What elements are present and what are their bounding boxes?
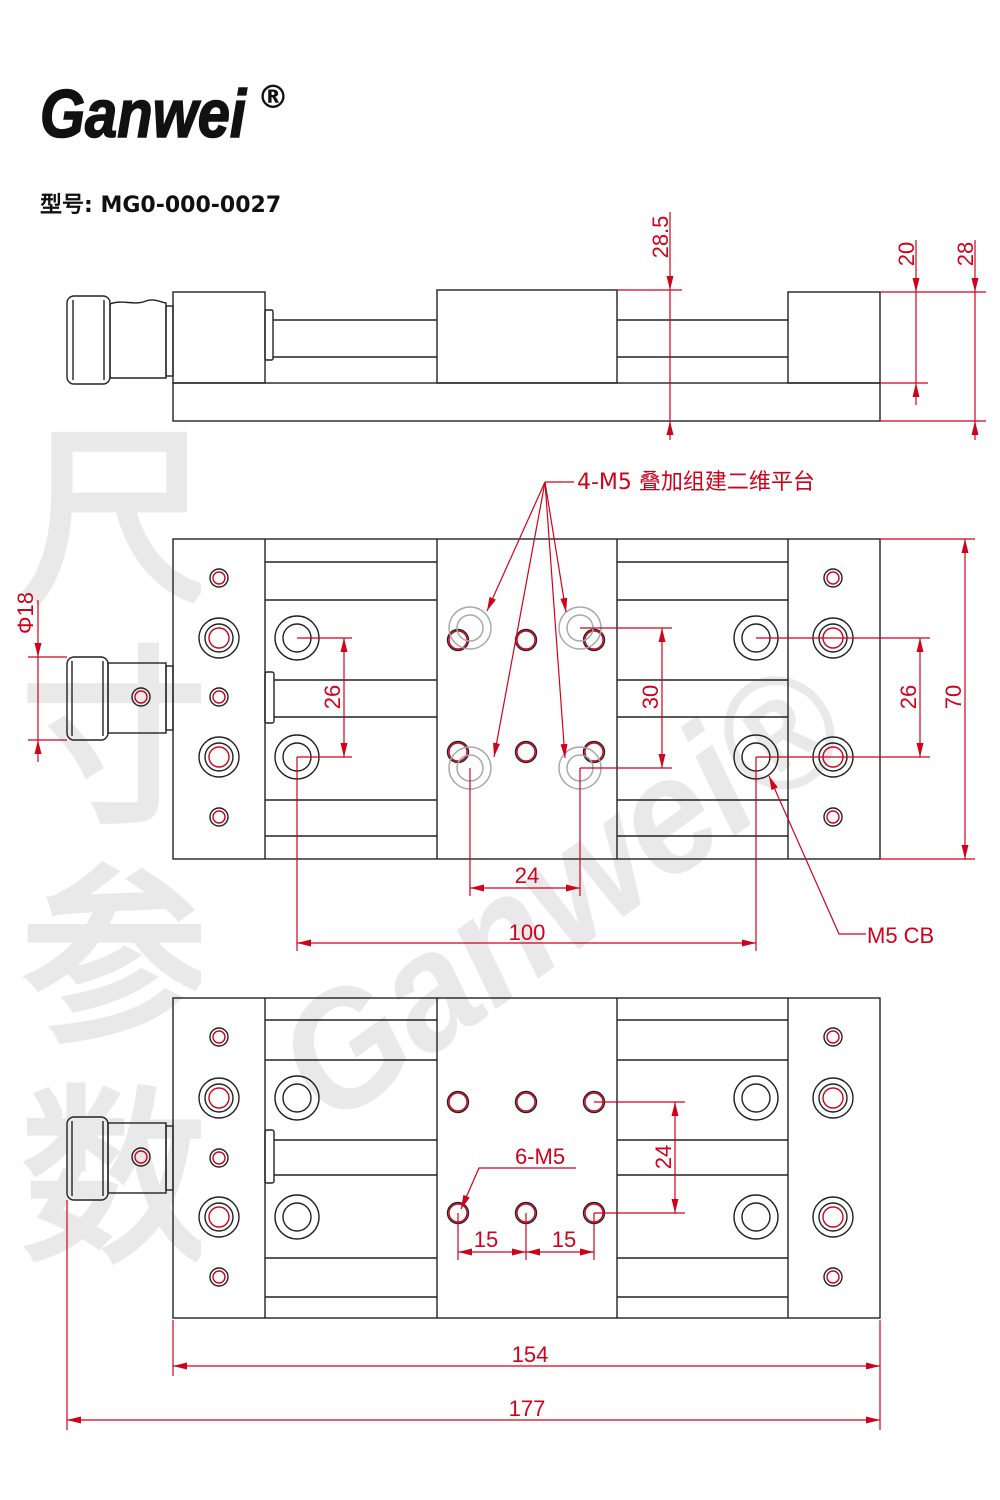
stage-width-label: 70 — [941, 685, 966, 709]
knob-shaft — [109, 299, 167, 379]
hole-pitch-right-label: 15 — [552, 1227, 576, 1252]
carriage — [436, 289, 618, 384]
lead-screw-nut — [264, 309, 274, 361]
small-hole — [209, 1027, 229, 1047]
cb-hole-callout: M5 CB — [867, 923, 934, 948]
top-view-dimensions: 4-M5 叠加组建二维平台 Φ18 26 30 26 70 — [13, 470, 975, 951]
m5-cb-hole — [733, 1075, 779, 1121]
knob — [66, 1116, 109, 1201]
right-end-block — [787, 291, 881, 384]
header: Ganwei ® 型号: MG0-000-0027 — [39, 75, 289, 218]
cb-hole-pitch-label: 100 — [509, 920, 546, 945]
leader-line — [493, 481, 546, 758]
stacking-hole-pitch-label: 24 — [515, 863, 539, 888]
m5-cb-hole — [274, 1194, 320, 1240]
lead-screw-nut — [264, 1129, 275, 1184]
right-hole-spacing-label: 26 — [896, 685, 921, 709]
bottom-view — [66, 997, 881, 1319]
leader-line — [768, 775, 866, 935]
knob-collar — [165, 665, 174, 731]
m5-cb-hole — [733, 1194, 779, 1240]
small-hole — [823, 807, 843, 827]
knob — [66, 656, 109, 741]
end-block-height-label: 20 — [894, 242, 919, 266]
top-view — [66, 538, 881, 860]
counterbored-hole — [198, 1077, 240, 1119]
knob-diameter-label: Φ18 — [13, 592, 38, 634]
knob-shaft — [107, 662, 167, 734]
knob-collar — [165, 305, 174, 377]
total-length-label: 177 — [509, 1396, 546, 1421]
small-hole — [823, 1267, 843, 1287]
model-number: 型号: MG0-000-0027 — [40, 193, 281, 218]
counterbored-hole — [198, 736, 240, 778]
small-hole — [209, 1148, 229, 1168]
m5-holes-callout: 6-M5 — [515, 1144, 565, 1169]
stacking-hole — [448, 606, 492, 650]
small-hole — [823, 1027, 843, 1047]
small-hole — [209, 568, 229, 588]
brand-logo: Ganwei — [40, 76, 248, 152]
side-view-dimensions: 28.5 20 28 — [617, 212, 986, 440]
knob-collar — [165, 1125, 174, 1191]
m5-hole — [514, 628, 538, 652]
hole-row-spacing-label: 24 — [651, 1145, 676, 1169]
total-height-label: 28 — [953, 242, 978, 266]
stacking-holes-callout: 4-M5 叠加组建二维平台 — [577, 470, 815, 495]
knob-set-screw-hole — [131, 1147, 151, 1167]
m5-hole — [514, 740, 538, 764]
bottom-view-dimensions: 6-M5 24 15 15 154 177 — [66, 1101, 881, 1430]
counterbored-hole — [812, 1077, 854, 1119]
leader-line — [544, 481, 568, 613]
m5-hole — [446, 1090, 470, 1114]
small-hole — [209, 687, 229, 707]
knob-set-screw-hole — [131, 687, 151, 707]
registered-mark: ® — [257, 78, 289, 116]
leader-line — [544, 481, 568, 759]
knob-shaft — [107, 1122, 167, 1194]
small-hole — [823, 568, 843, 588]
leader-line — [486, 481, 546, 612]
small-hole — [209, 1267, 229, 1287]
counterbored-hole — [198, 1196, 240, 1238]
hole-pitch-left-label: 15 — [474, 1227, 498, 1252]
counterbored-hole — [812, 1196, 854, 1238]
counterbored-hole — [198, 617, 240, 659]
side-view — [66, 289, 881, 422]
small-hole — [209, 807, 229, 827]
m5-hole — [514, 1090, 538, 1114]
base-plate — [172, 382, 881, 422]
stacking-hole-spacing-label: 30 — [638, 685, 663, 709]
watermark-side-text: 尺寸参数 — [0, 418, 201, 1298]
carriage-height-label: 28.5 — [648, 216, 673, 259]
lead-screw-nut — [264, 671, 275, 724]
left-end-block — [172, 291, 266, 384]
left-hole-spacing-label: 26 — [320, 685, 345, 709]
base-length-label: 154 — [512, 1342, 549, 1367]
leader-line — [460, 1167, 576, 1210]
